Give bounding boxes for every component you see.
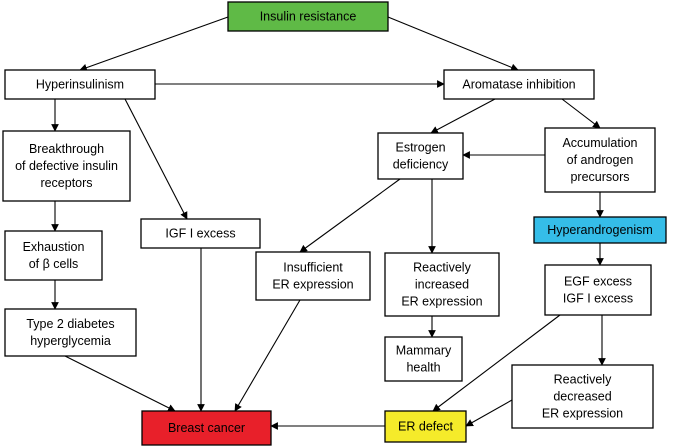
arrow-insufficient-er-to-breast-cancer (234, 299, 301, 412)
arrow-reactively-decreased-to-er-defect (465, 399, 513, 427)
node-accumulation: Accumulation of androgen precursors (544, 127, 656, 193)
node-igf-excess: IGF I excess (140, 218, 261, 249)
node-box-breast-cancer (141, 410, 272, 446)
node-label-breast-cancer-line-1: Breast cancer (168, 421, 245, 435)
node-box-er-defect (384, 410, 467, 443)
node-type2-diabetes: Type 2 diabetes hyperglycemia (4, 308, 137, 357)
node-aromatase-inhibition: Aromatase inhibition (443, 69, 595, 100)
node-label-er-defect-line-1: ER defect (398, 420, 453, 434)
arrow-aromatase-inhibition-to-accumulation (561, 98, 601, 129)
node-label-type2-diabetes-line-1: Type 2 diabetes (26, 317, 114, 331)
node-label-breakthrough-line-2: of defective insulin (15, 159, 118, 173)
node-box-hyperinsulinism (4, 69, 156, 100)
node-label-exhaustion-line-2: of β cells (29, 257, 79, 271)
node-label-estrogen-deficiency-line-1: Estrogen (395, 141, 445, 155)
node-label-hyperinsulinism-line-1: Hyperinsulinism (36, 78, 124, 92)
node-label-hyperandrogenism-line-1: Hyperandrogenism (547, 223, 653, 237)
node-box-aromatase-inhibition (443, 69, 595, 100)
node-hyperandrogenism: Hyperandrogenism (533, 216, 667, 244)
node-box-reactively-increased (384, 252, 500, 317)
node-label-reactively-decreased-line-1: Reactively (554, 373, 612, 387)
arrow-aromatase-inhibition-to-estrogen-deficiency (430, 98, 496, 134)
node-box-hyperandrogenism (533, 216, 667, 244)
node-label-accumulation-line-1: Accumulation (562, 136, 637, 150)
node-label-estrogen-deficiency-line-2: deficiency (393, 158, 449, 172)
node-box-exhaustion (4, 230, 103, 281)
node-label-insufficient-er-line-2: ER expression (272, 278, 353, 292)
node-estrogen-deficiency: Estrogen deficiency (377, 132, 464, 180)
node-box-igf-excess (140, 218, 261, 249)
node-label-exhaustion-line-1: Exhaustion (23, 240, 85, 254)
node-label-insufficient-er-line-1: Insufficient (283, 261, 343, 275)
node-label-mammary-health-line-2: health (406, 361, 440, 375)
node-label-reactively-decreased-line-2: decreased (553, 390, 611, 404)
arrow-estrogen-deficiency-to-insufficient-er (299, 178, 401, 253)
node-breast-cancer: Breast cancer (141, 410, 272, 446)
node-label-reactively-increased-line-3: ER expression (401, 295, 482, 309)
node-box-estrogen-deficiency (377, 132, 464, 180)
node-hyperinsulinism: Hyperinsulinism (4, 69, 156, 100)
node-mammary-health: Mammary health (384, 336, 463, 382)
node-label-reactively-increased-line-1: Reactively (413, 261, 471, 275)
node-box-accumulation (544, 127, 656, 193)
node-reactively-increased: Reactively increased ER expression (384, 252, 500, 317)
node-label-accumulation-line-2: of androgen (567, 153, 634, 167)
node-label-egf-igf-excess-line-1: EGF excess (564, 275, 632, 289)
node-box-type2-diabetes (4, 308, 137, 357)
arrow-type2-diabetes-to-breast-cancer (64, 355, 176, 412)
node-label-reactively-increased-line-2: increased (415, 278, 469, 292)
node-label-reactively-decreased-line-3: ER expression (542, 407, 623, 421)
node-label-breakthrough-line-1: Breakthrough (29, 142, 104, 156)
arrow-egf-igf-excess-to-er-defect (432, 314, 561, 412)
node-label-breakthrough-line-3: receptors (40, 176, 92, 190)
arrow-insulin-resistance-to-hyperinsulinism (79, 16, 229, 72)
node-box-reactively-decreased (511, 364, 654, 429)
node-insufficient-er: Insufficient ER expression (255, 251, 371, 301)
node-breakthrough: Breakthrough of defective insulin receptor… (2, 130, 131, 202)
node-reactively-decreased: Reactively decreased ER expression (511, 364, 654, 429)
node-label-type2-diabetes-line-2: hyperglycemia (30, 334, 111, 348)
node-er-defect: ER defect (384, 410, 467, 443)
node-label-accumulation-line-3: precursors (570, 170, 629, 184)
node-box-egf-igf-excess (544, 264, 652, 316)
node-label-mammary-health-line-1: Mammary (396, 344, 452, 358)
arrow-hyperinsulinism-to-igf-excess (124, 98, 188, 220)
node-label-igf-excess-line-1: IGF I excess (165, 227, 235, 241)
node-label-aromatase-inhibition-line-1: Aromatase inhibition (462, 78, 575, 92)
edges-layer (51, 16, 606, 430)
node-label-insulin-resistance-line-1: Insulin resistance (260, 10, 357, 24)
node-box-insulin-resistance (227, 1, 389, 32)
node-label-egf-igf-excess-line-2: IGF I excess (563, 292, 633, 306)
node-exhaustion: Exhaustion of β cells (4, 230, 103, 281)
node-box-mammary-health (384, 336, 463, 382)
node-insulin-resistance: Insulin resistance (227, 1, 389, 32)
node-box-insufficient-er (255, 251, 371, 301)
node-box-breakthrough (2, 130, 131, 202)
arrow-insulin-resistance-to-aromatase-inhibition (387, 16, 519, 71)
